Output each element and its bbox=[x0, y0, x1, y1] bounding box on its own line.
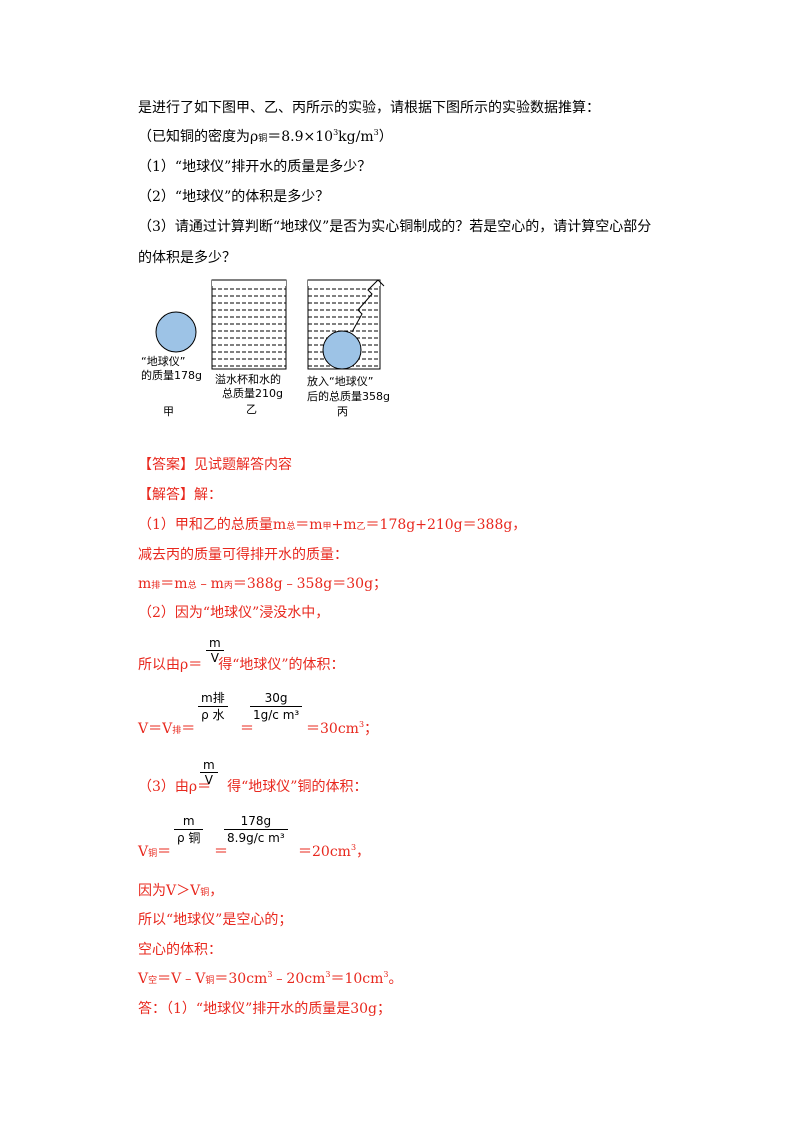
jia-name: 甲 bbox=[163, 405, 174, 418]
bing-label-1: 放入“地球仪” bbox=[307, 375, 374, 388]
volume-result-1: ＝30cm3； bbox=[306, 720, 379, 738]
bing-label-2: 后的总质量358g bbox=[307, 390, 390, 403]
solution-header: 【解答】解： bbox=[138, 487, 222, 503]
globe-jia bbox=[155, 311, 197, 353]
jia-label-2: 的质量178g bbox=[141, 369, 202, 382]
string bbox=[351, 279, 385, 333]
final-answer-1: 答：（1）“地球仪”排开水的质量是30g； bbox=[138, 1001, 391, 1017]
solution-step-11: 空心的体积： bbox=[138, 942, 222, 958]
jia-label-1: “地球仪” bbox=[141, 355, 186, 368]
solution-step-3: m排＝m总﹣m丙＝388g﹣358g＝30g； bbox=[138, 576, 388, 592]
solution-step-4: （2）因为“地球仪”浸没水中， bbox=[138, 605, 330, 621]
solution-step-5: 所以由ρ＝得“地球仪”的体积： bbox=[138, 657, 345, 673]
yi-label-2: 总质量210g bbox=[222, 387, 283, 400]
yi-name: 乙 bbox=[246, 403, 257, 416]
copper-volume-result: ＝20cm3， bbox=[298, 843, 371, 861]
solution-step-10: 所以“地球仪”是空心的； bbox=[138, 912, 293, 928]
solution-step-6: V＝V排＝ bbox=[138, 721, 196, 737]
bing-name: 丙 bbox=[337, 405, 348, 418]
equals-sign-2: ＝ bbox=[214, 844, 228, 860]
question-3b: 的体积是多少？ bbox=[138, 250, 236, 266]
answer-line: 【答案】见试题解答内容 bbox=[138, 457, 292, 473]
experiment-figure bbox=[155, 279, 385, 370]
question-1: （1）“地球仪”排开水的质量是多少？ bbox=[138, 159, 372, 175]
equals-sign-1: ＝ bbox=[240, 721, 254, 737]
solution-step-2: 减去丙的质量可得排开水的质量： bbox=[138, 547, 348, 563]
globe-bing bbox=[322, 330, 362, 370]
known-density: （已知铜的密度为ρ铜＝8.9×103kg/m3） bbox=[138, 128, 393, 146]
overflow-cup-yi bbox=[211, 279, 287, 370]
solution-step-12: V空＝V﹣V铜＝30cm3﹣20cm3＝10cm3。 bbox=[138, 970, 403, 988]
solution-step-7: （3）由ρ＝得“地球仪”铜的体积： bbox=[138, 779, 368, 795]
question-2: （2）“地球仪”的体积是多少？ bbox=[138, 189, 330, 205]
solution-step-9: 因为V＞V铜， bbox=[138, 883, 224, 899]
yi-label-1: 溢水杯和水的 bbox=[215, 373, 281, 386]
solution-step-1: （1）甲和乙的总质量m总＝m甲+m乙＝178g+210g＝388g， bbox=[138, 517, 527, 533]
question-intro: 是进行了如下图甲、乙、丙所示的实验，请根据下图所示的实验数据推算： bbox=[138, 100, 600, 116]
solution-step-8: V铜＝ bbox=[138, 844, 172, 860]
question-3a: （3）请通过计算判断“地球仪”是否为实心铜制成的？若是空心的，请计算空心部分 bbox=[138, 219, 652, 235]
